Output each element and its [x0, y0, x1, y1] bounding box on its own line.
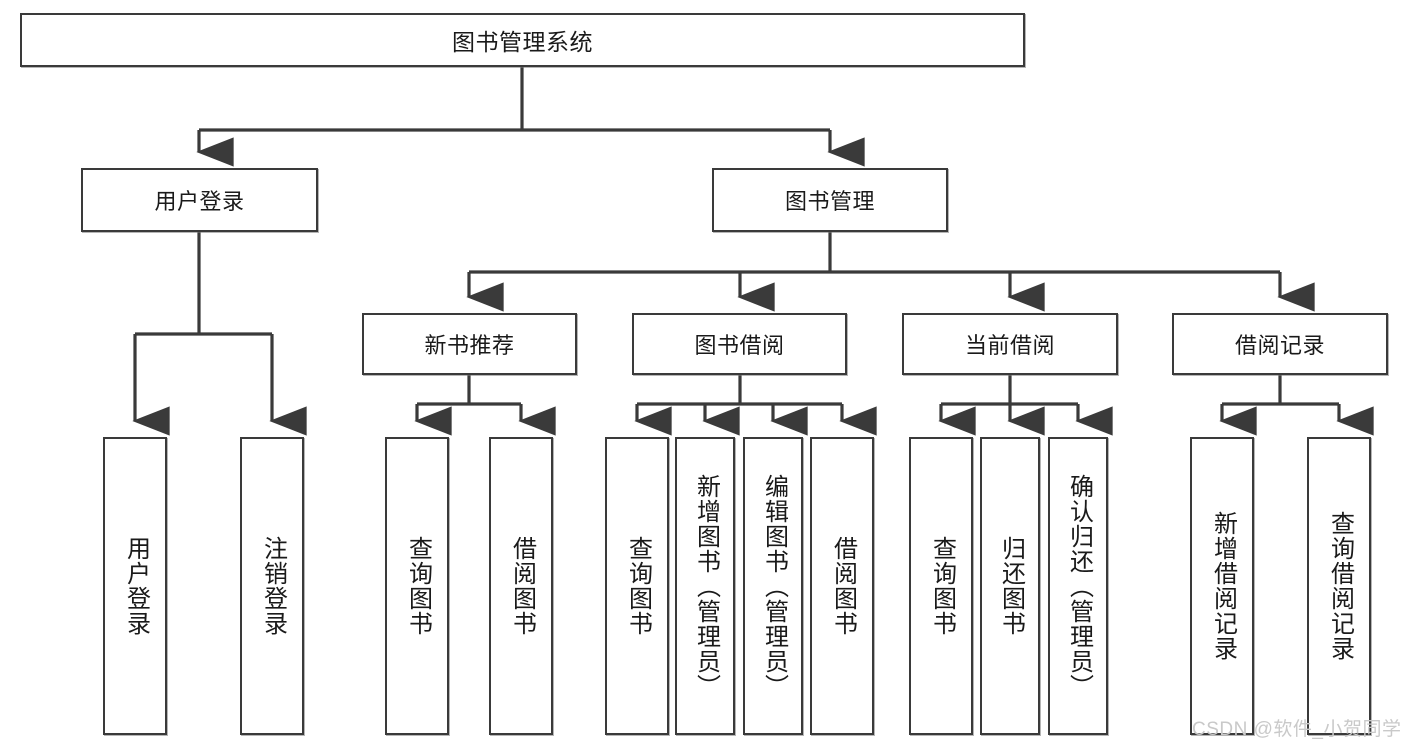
leaf-book-borrow-borrow[interactable]: 借阅图书: [810, 437, 874, 735]
node-borrow-record[interactable]: 借阅记录: [1172, 313, 1388, 375]
node-label: 归还图书: [997, 536, 1025, 636]
node-label: 查询借阅记录: [1326, 511, 1354, 661]
node-label: 当前借阅: [964, 333, 1055, 358]
node-label: 新增借阅记录: [1209, 511, 1237, 661]
node-label: 查询图书: [928, 536, 956, 636]
leaf-current-borrow-query[interactable]: 查询图书: [909, 437, 973, 735]
leaf-current-borrow-return[interactable]: 归还图书: [980, 437, 1040, 735]
node-current-borrow[interactable]: 当前借阅: [902, 313, 1118, 375]
node-label: 新增图书（管理员）: [692, 473, 720, 699]
leaf-book-borrow-edit[interactable]: 编辑图书（管理员）: [743, 437, 803, 735]
node-label: 借阅记录: [1234, 333, 1325, 358]
node-label: 编辑图书（管理员）: [760, 473, 788, 699]
node-label: 图书管理: [784, 189, 875, 214]
leaf-borrow-record-add[interactable]: 新增借阅记录: [1190, 437, 1254, 735]
node-label: 注销登录: [259, 536, 287, 636]
leaf-book-borrow-query[interactable]: 查询图书: [605, 437, 669, 735]
leaf-borrow-record-query[interactable]: 查询借阅记录: [1307, 437, 1371, 735]
node-label: 借阅图书: [829, 536, 857, 636]
node-book-borrow[interactable]: 图书借阅: [632, 313, 847, 375]
node-label: 用户登录: [154, 189, 245, 214]
node-label: 查询图书: [404, 536, 432, 636]
node-label: 借阅图书: [508, 536, 536, 636]
node-label: 用户登录: [122, 536, 150, 636]
leaf-new-book-query[interactable]: 查询图书: [385, 437, 449, 735]
leaf-new-book-borrow[interactable]: 借阅图书: [489, 437, 553, 735]
watermark-text: CSDN @软件_小贺同学: [1192, 719, 1402, 740]
node-root-system[interactable]: 图书管理系统: [20, 13, 1025, 67]
leaf-book-borrow-add[interactable]: 新增图书（管理员）: [675, 437, 735, 735]
node-label: 图书借阅: [694, 333, 785, 358]
leaf-user-login-login[interactable]: 用户登录: [103, 437, 167, 735]
node-label: 确认归还（管理员）: [1065, 473, 1093, 699]
node-label: 新书推荐: [424, 333, 515, 358]
leaf-user-login-logout[interactable]: 注销登录: [240, 437, 304, 735]
node-new-book-recommend[interactable]: 新书推荐: [362, 313, 577, 375]
node-label: 查询图书: [624, 536, 652, 636]
node-user-login[interactable]: 用户登录: [81, 168, 318, 232]
node-label: 图书管理系统: [452, 29, 593, 55]
leaf-current-borrow-confirm[interactable]: 确认归还（管理员）: [1048, 437, 1108, 735]
node-book-management[interactable]: 图书管理: [712, 168, 948, 232]
